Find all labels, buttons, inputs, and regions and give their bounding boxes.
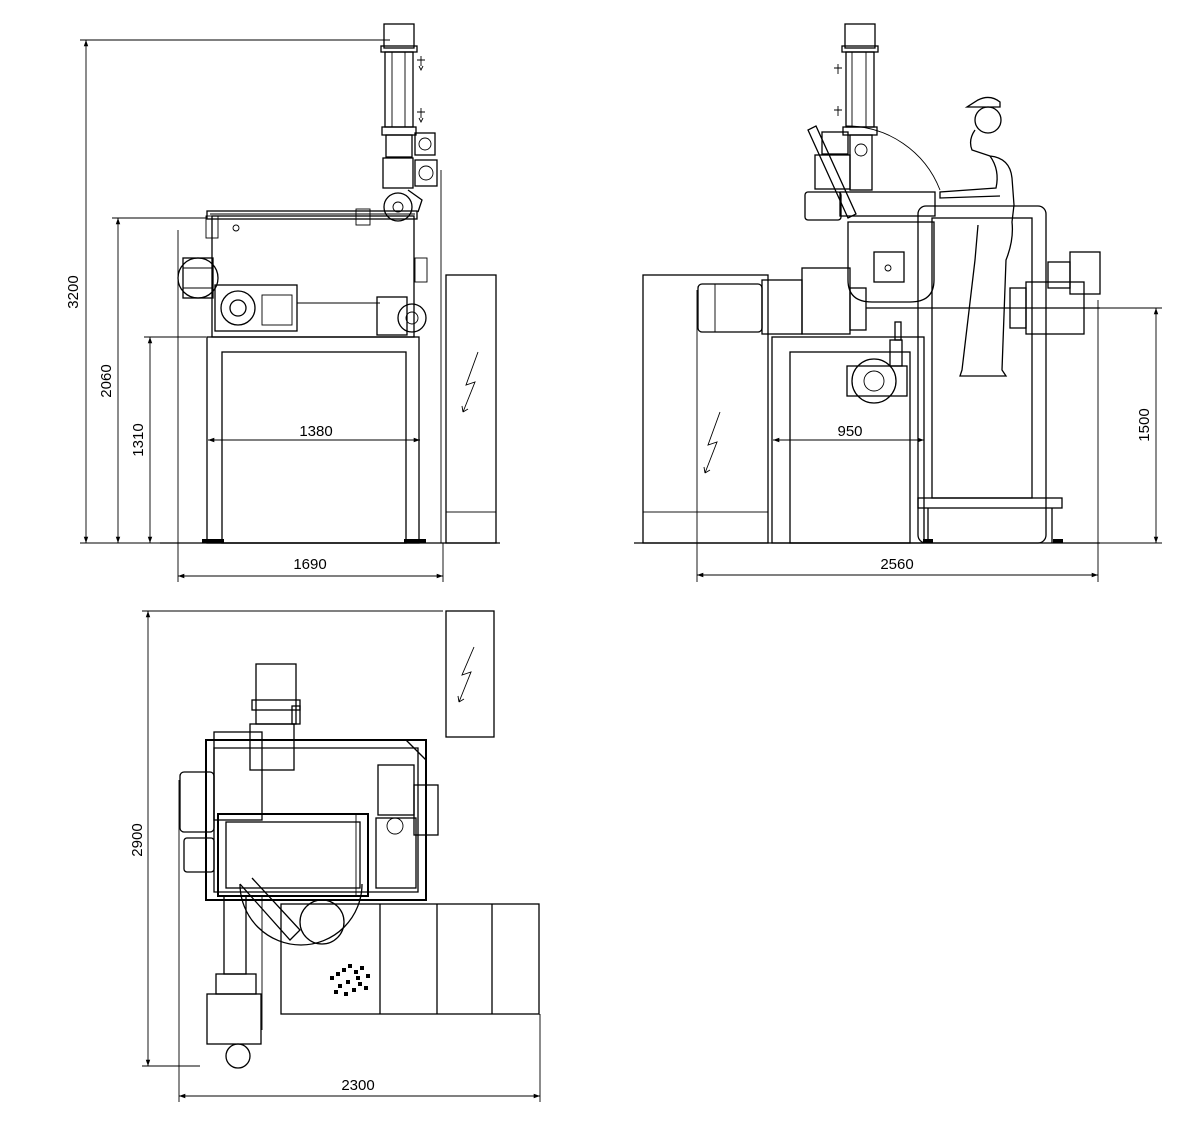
anti-slip-pattern [330,964,370,996]
lightning-bolt-icon [461,351,479,413]
dim-side-frame: 950 [837,423,862,440]
plan-view: 2900 2300 [129,610,541,1102]
dim-height-top: 2060 [98,364,115,397]
dim-side-axis: 1500 [1136,408,1153,441]
dim-plan-depth: 2900 [129,823,146,856]
side-view: 950 2560 1500 [634,23,1162,582]
dim-width-frame: 1380 [299,423,332,440]
dim-plan-width: 2300 [341,1077,374,1094]
front-view: 3200 2060 1310 1380 1690 [65,23,500,582]
lightning-bolt-icon [457,646,475,703]
dim-height-frame: 1310 [130,423,147,456]
dim-height-total: 3200 [65,275,82,308]
lightning-bolt-icon [703,411,721,474]
dim-width-total: 1690 [293,556,326,573]
dim-side-total: 2560 [880,556,913,573]
operator-figure [939,96,1015,377]
